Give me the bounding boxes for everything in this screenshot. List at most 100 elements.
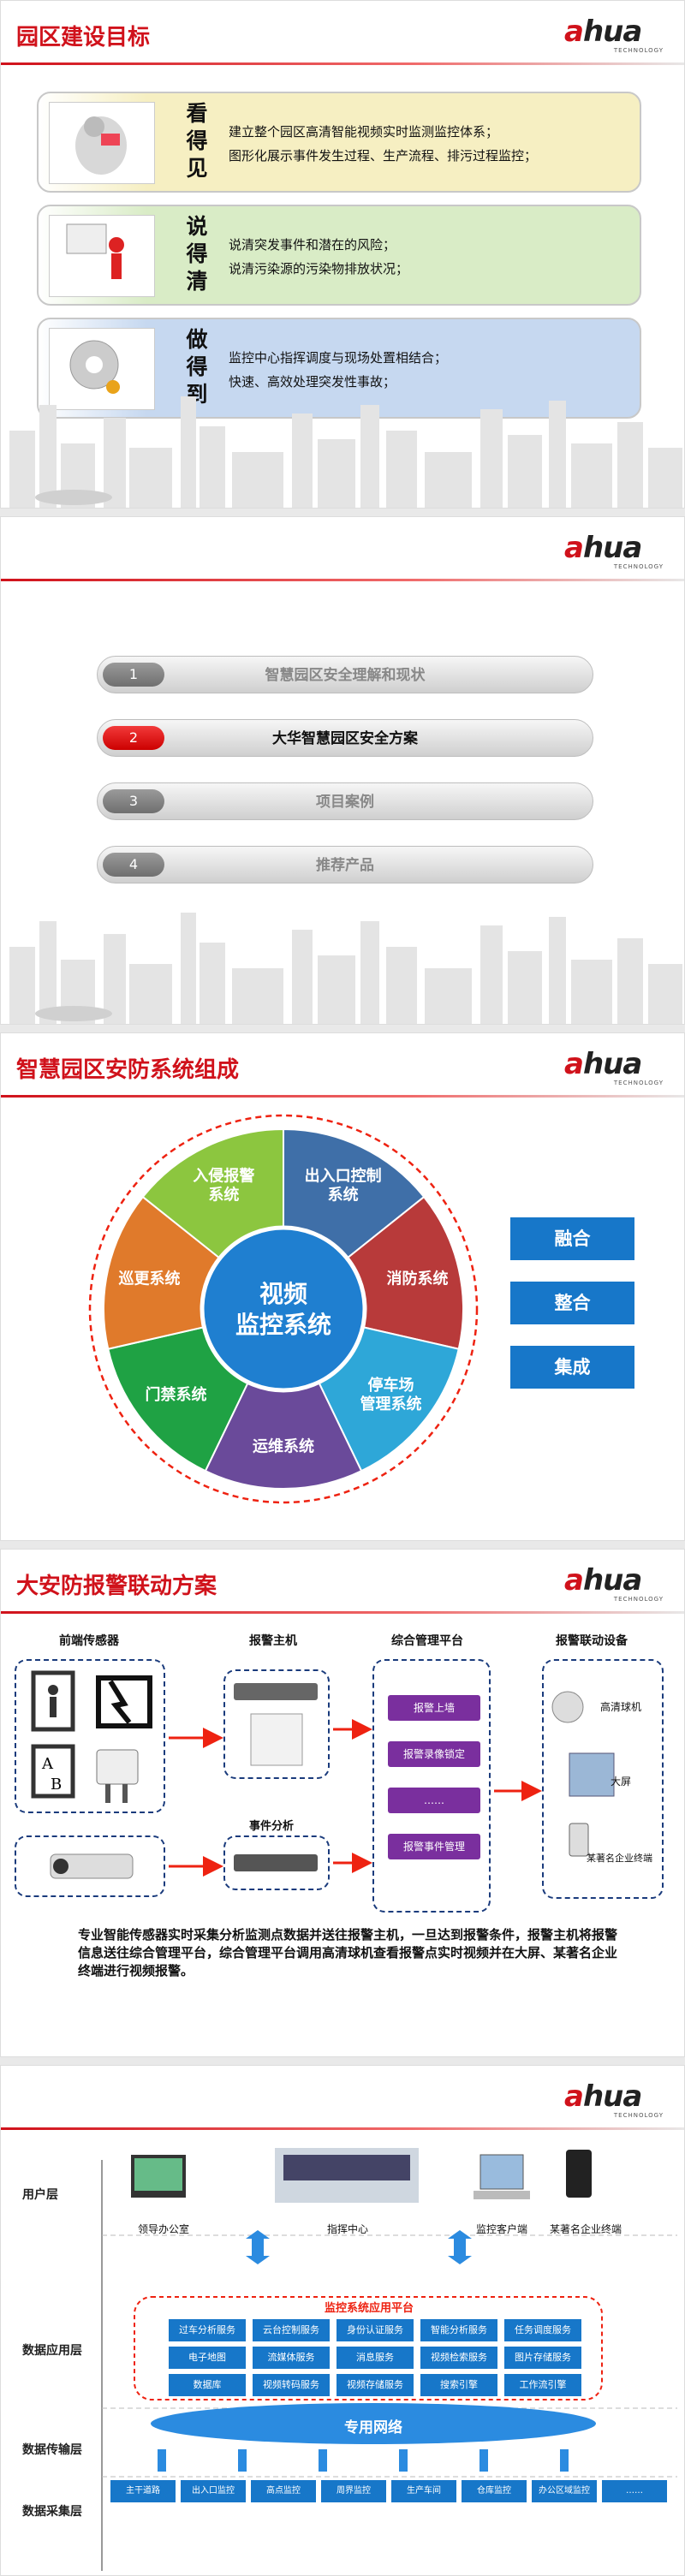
agenda-label: 智慧园区安全理解和现状 (265, 667, 426, 684)
goal-line: 监控中心指挥调度与现场处置相结合； (229, 350, 448, 366)
goal-keyword: 看得见 (186, 101, 208, 181)
collection-site[interactable]: 周界监控 (321, 2480, 386, 2502)
svg-text:B: B (51, 1776, 62, 1794)
agenda-label: 推荐产品 (316, 857, 374, 874)
platform-function[interactable]: …… (388, 1788, 480, 1813)
goal-card-see: 看得见 建立整个园区高清智能视频实时监测监控体系； 图形化展示事件发生过程、生产… (37, 92, 641, 193)
title-underline (1, 579, 684, 581)
platform-function[interactable]: 报警事件管理 (388, 1834, 480, 1859)
segment-label: 停车场管理系统 (360, 1376, 421, 1413)
segment-label: 消防系统 (386, 1269, 448, 1288)
service-item[interactable]: 视频转码服务 (253, 2374, 330, 2396)
figure-gear-icon (49, 328, 155, 410)
collection-site[interactable]: 仓库监控 (462, 2480, 527, 2502)
agenda-number: 3 (103, 789, 164, 813)
slide-gap (0, 2057, 685, 2065)
user-label: 监控客户端 (475, 2223, 527, 2235)
center-hub (200, 1225, 367, 1393)
side-box: 融合 (510, 1217, 634, 1260)
scheme-description: 专业智能传感器实时采集分析监测点数据并送往报警主机，一旦达到报警条件，报警主机将… (78, 1927, 618, 1978)
service-item[interactable]: 过车分析服务 (169, 2319, 246, 2341)
service-item[interactable]: 任务调度服务 (504, 2319, 581, 2341)
goal-line: 说清突发事件和潜在的风险； (229, 237, 396, 253)
column-header: 报警主机 (249, 1634, 297, 1648)
nvr-icon (234, 1854, 318, 1871)
slide-title: 园区建设目标 (16, 25, 151, 51)
agenda-number: 1 (103, 663, 164, 687)
service-item[interactable]: 流媒体服务 (253, 2347, 330, 2369)
segment-label: 巡更系统 (119, 1269, 181, 1288)
service-item[interactable]: 搜索引擎 (420, 2374, 497, 2396)
platform-function[interactable]: 报警录像锁定 (388, 1741, 480, 1767)
center-label: 视频 (259, 1280, 307, 1308)
segment-label: 门禁系统 (146, 1385, 207, 1404)
slide-gap (0, 1025, 685, 1032)
side-box: 集成 (510, 1346, 634, 1389)
agenda-label: 项目案例 (316, 794, 374, 811)
agenda-item[interactable]: 4 推荐产品 (97, 846, 593, 883)
agenda-label: 大华智慧园区安全方案 (272, 730, 418, 747)
service-item[interactable]: 云台控制服务 (253, 2319, 330, 2341)
layer-label: 数据应用层 (22, 2344, 82, 2358)
layer-label: 数据采集层 (22, 2505, 82, 2519)
segment-label: 运维系统 (253, 1437, 314, 1456)
service-item[interactable]: 数据库 (169, 2374, 246, 2396)
bullet-camera-icon (50, 1853, 134, 1879)
service-item[interactable]: 电子地图 (169, 2347, 246, 2369)
agenda-item[interactable]: 3 项目案例 (97, 782, 593, 820)
goal-card-do: 做得到 监控中心指挥调度与现场处置相结合； 快速、高效处理突发性事故； (37, 318, 641, 419)
collection-site[interactable]: …… (602, 2480, 667, 2502)
goal-card-tell: 说得清 说清突发事件和潜在的风险； 说清污染源的污染物排放状况； (37, 205, 641, 306)
service-item[interactable]: 身份认证服务 (337, 2319, 414, 2341)
service-item[interactable]: 图片存储服务 (504, 2347, 581, 2369)
title-underline (1, 1611, 684, 1614)
goal-line: 快速、高效处理突发性事故； (229, 374, 396, 390)
service-item[interactable]: 视频存储服务 (337, 2374, 414, 2396)
agenda-item[interactable]: 1 智慧园区安全理解和现状 (97, 656, 593, 693)
layer-label: 数据传输层 (22, 2443, 82, 2457)
user-label: 某著名企业终端 (549, 2223, 622, 2235)
platform-function[interactable]: 报警上墙 (388, 1695, 480, 1721)
device-label: 大屏 (611, 1776, 632, 1788)
agenda-number: 4 (103, 853, 164, 877)
column-header: 报警联动设备 (556, 1634, 628, 1648)
sensor-icons: AB (31, 1670, 152, 1803)
collection-site[interactable]: 出入口监控 (181, 2480, 246, 2502)
goal-line: 建立整个园区高清智能视频实时监测监控体系； (229, 124, 499, 140)
center-label: 监控系统 (235, 1311, 331, 1339)
slide-gap (0, 509, 685, 516)
service-item[interactable]: 工作流引擎 (504, 2374, 581, 2396)
service-item[interactable]: 视频检索服务 (420, 2347, 497, 2369)
platform-group (372, 1659, 491, 1913)
outer-dashed-ring (88, 1114, 479, 1504)
collection-site[interactable]: 生产车间 (391, 2480, 456, 2502)
column-header: 综合管理平台 (391, 1634, 463, 1648)
agenda-item-active[interactable]: 2 大华智慧园区安全方案 (97, 719, 593, 757)
title-underline (1, 1095, 684, 1098)
device-label: 高清球机 (600, 1701, 642, 1713)
user-label: 指挥中心 (326, 2223, 368, 2235)
goal-keyword: 说得清 (186, 214, 208, 294)
side-box: 整合 (510, 1282, 634, 1324)
collection-site[interactable]: 主干道路 (110, 2480, 176, 2502)
city-skyline-decoration (9, 913, 682, 1024)
event-analysis-group (223, 1835, 330, 1890)
svg-text:A: A (41, 1755, 54, 1773)
system-segment[interactable] (204, 1306, 363, 1490)
slide-title: 大安防报警联动方案 (16, 1574, 217, 1599)
service-item[interactable]: 智能分析服务 (420, 2319, 497, 2341)
collection-site[interactable]: 高点监控 (251, 2480, 316, 2502)
figure-presenter-icon (49, 215, 155, 297)
collection-site[interactable]: 办公区域监控 (532, 2480, 597, 2502)
device-icons (551, 1691, 615, 1857)
goal-keyword: 做得到 (186, 327, 208, 407)
service-item[interactable]: 消息服务 (337, 2347, 414, 2369)
